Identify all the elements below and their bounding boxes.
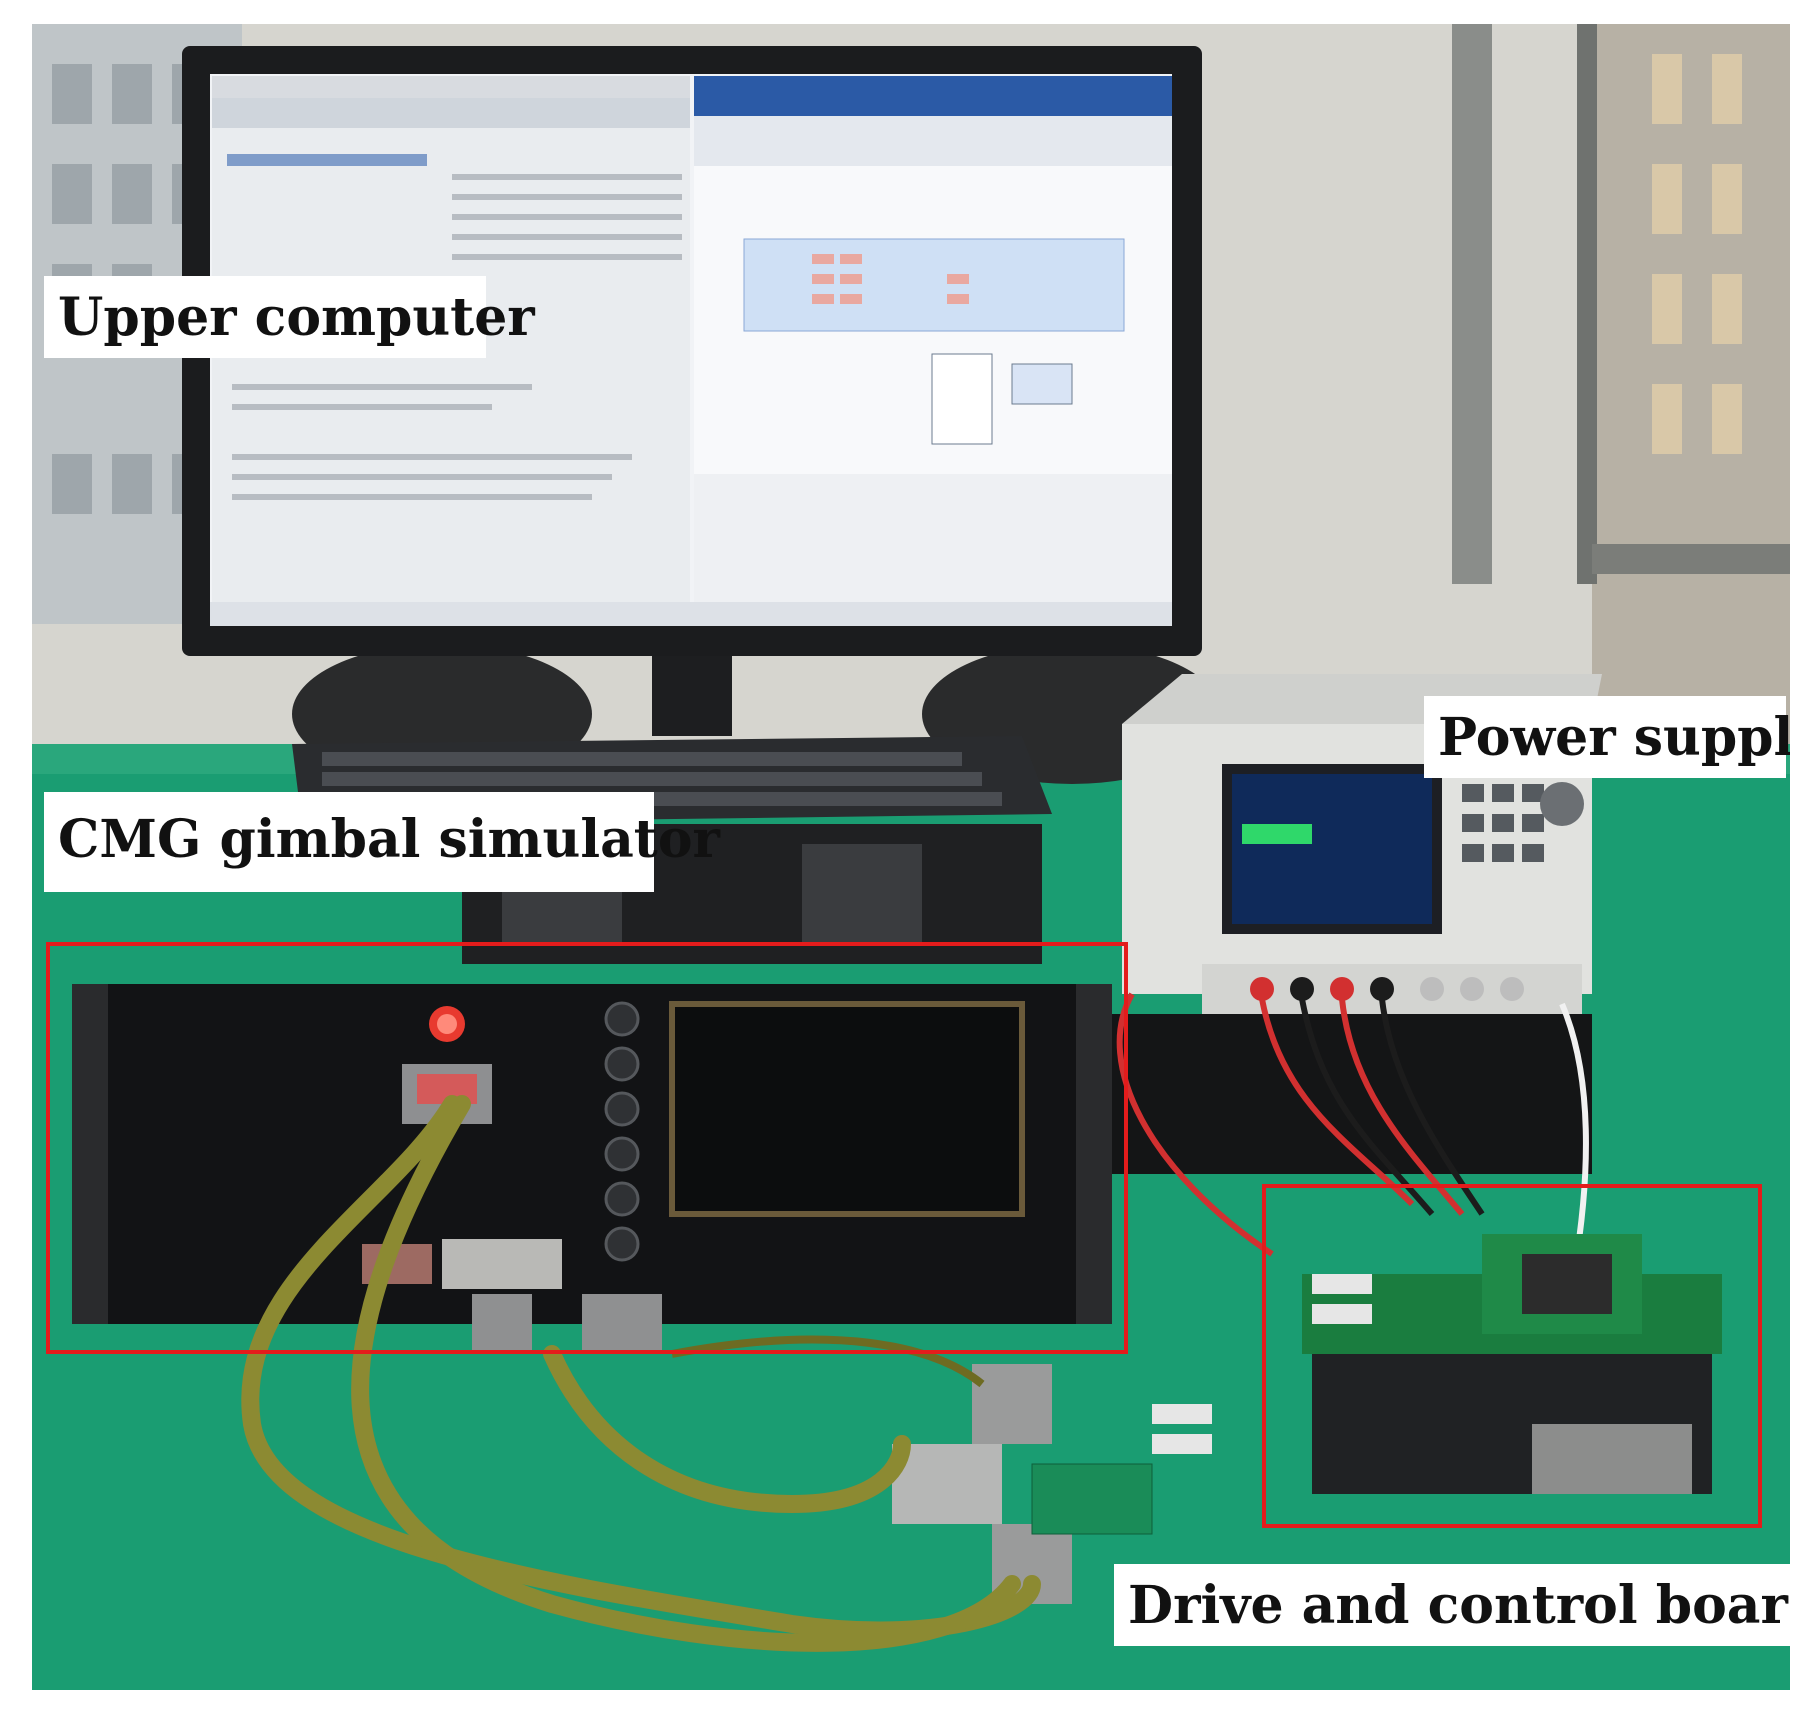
power-supply-label: Power supply xyxy=(1424,696,1790,778)
photo-scene xyxy=(32,24,1790,1690)
upper-computer-label: Upper computer xyxy=(44,276,535,358)
cmg-gimbal-simulator-label: CMG gimbal simulator xyxy=(44,792,720,892)
drive-board-highlight-frame xyxy=(1262,1184,1762,1528)
right-window xyxy=(1592,24,1790,784)
braided-cable xyxy=(241,1095,1041,1652)
drive-and-control-board-label: Drive and control board xyxy=(1114,1564,1790,1646)
cmg-highlight-frame xyxy=(46,942,1128,1354)
right-building-windows xyxy=(1652,54,1742,454)
lab-setup-photo: Upper computer CMG gimbal simulator Powe… xyxy=(32,24,1790,1690)
